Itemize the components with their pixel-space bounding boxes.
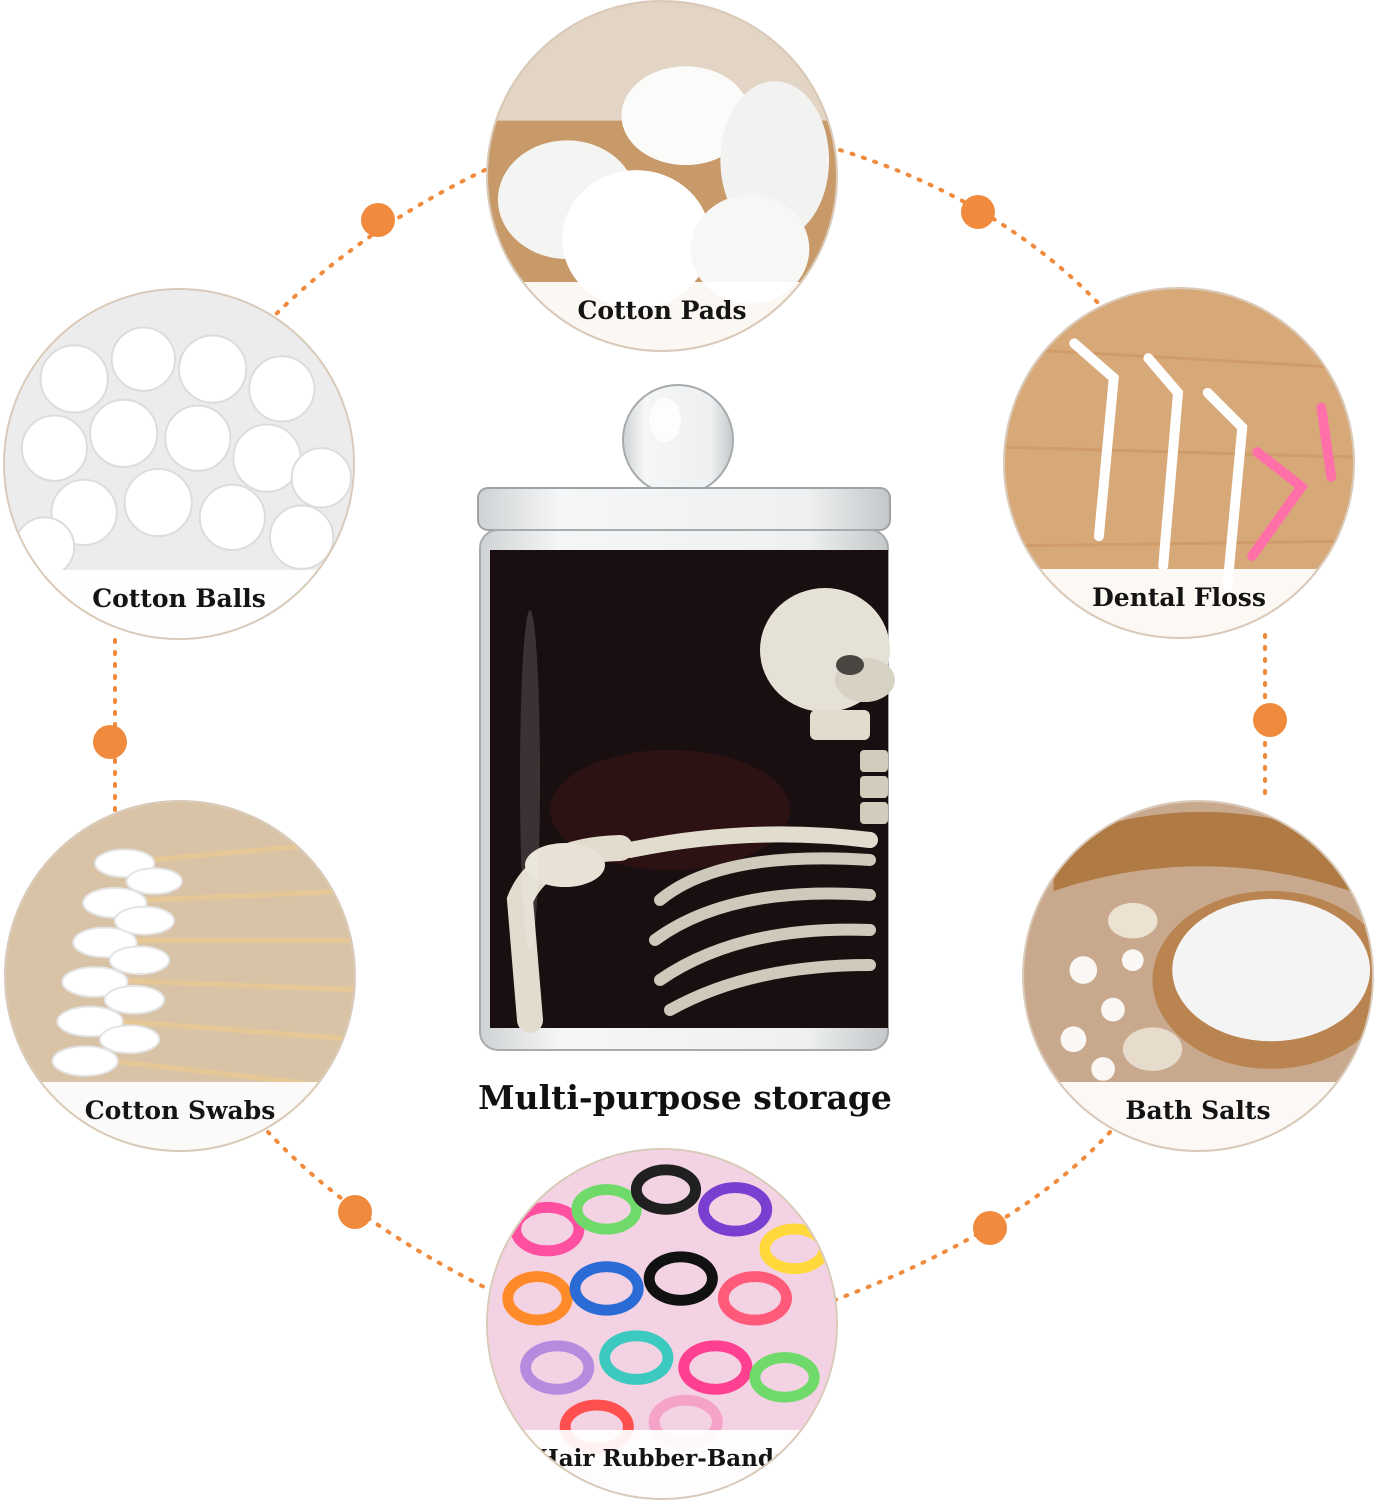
bath-salts-label: Bath Salts (1024, 1082, 1372, 1150)
cotton-swabs-label: Cotton Swabs (6, 1082, 354, 1150)
accent-dot (361, 203, 395, 237)
cotton-swabs-circle: Cotton Swabs (4, 800, 356, 1152)
accent-dot (1253, 703, 1287, 737)
accent-dot (338, 1195, 372, 1229)
caption: Multi-purpose storage (478, 1078, 892, 1117)
bath-salts-circle: Bath Salts (1022, 800, 1374, 1152)
accent-dot (93, 725, 127, 759)
storage-jar (477, 384, 895, 1051)
accent-dot (961, 195, 995, 229)
jar-print (490, 550, 895, 1033)
cotton-balls-circle: Cotton Balls (3, 288, 355, 640)
dental-floss-circle: Dental Floss (1003, 287, 1355, 639)
cotton-pads-circle: Cotton Pads (486, 0, 838, 352)
cotton-pads-label: Cotton Pads (488, 282, 836, 350)
jar-lid (477, 487, 891, 531)
cotton-balls-label: Cotton Balls (5, 570, 353, 638)
dental-floss-label: Dental Floss (1005, 569, 1353, 637)
hair-bands-circle: Hair Rubber-Bands (486, 1148, 838, 1500)
hair-bands-label: Hair Rubber-Bands (488, 1430, 836, 1498)
accent-dot (973, 1211, 1007, 1245)
